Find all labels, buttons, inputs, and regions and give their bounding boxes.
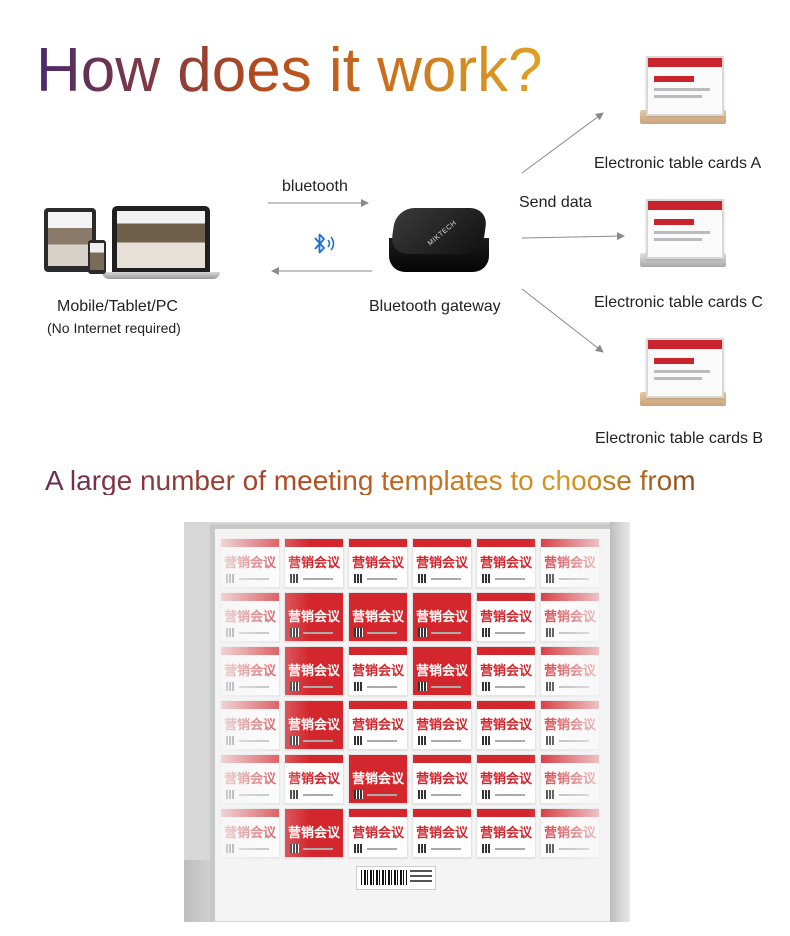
template-thumbnail: 营销会议 xyxy=(476,754,536,804)
template-title: 营销会议 xyxy=(479,772,532,787)
template-thumbnail: 营销会议 xyxy=(412,538,472,588)
flow-arrows xyxy=(268,112,625,353)
card-b-label: Electronic table cards B xyxy=(595,430,764,447)
template-thumbnail: 营销会议 xyxy=(476,808,536,858)
template-title: 营销会议 xyxy=(415,664,468,679)
template-thumbnail: 营销会议 xyxy=(348,538,408,588)
template-thumbnail: 营销会议 xyxy=(348,592,408,642)
template-title: 营销会议 xyxy=(479,664,532,679)
devices-illustration xyxy=(40,200,220,290)
template-title: 营销会议 xyxy=(351,610,404,625)
template-title: 营销会议 xyxy=(479,826,532,841)
template-thumbnail: 营销会议 xyxy=(412,700,472,750)
template-title: 营销会议 xyxy=(415,556,468,571)
template-display-image: 营销会议营销会议营销会议营销会议营销会议营销会议营销会议营销会议营销会议营销会议… xyxy=(184,522,630,922)
template-thumbnail: 营销会议 xyxy=(412,808,472,858)
template-thumbnail: 营销会议 xyxy=(476,592,536,642)
template-thumbnail: 营销会议 xyxy=(476,538,536,588)
template-thumbnail: 营销会议 xyxy=(348,754,408,804)
tablet-icon xyxy=(44,208,96,272)
template-title: 营销会议 xyxy=(479,610,532,625)
monitor-side xyxy=(610,522,630,922)
template-thumbnail: 营销会议 xyxy=(412,754,472,804)
template-thumbnail: 营销会议 xyxy=(348,808,408,858)
table-card-a-image xyxy=(640,52,726,126)
template-title: 营销会议 xyxy=(351,664,404,679)
arrow-to-card-c xyxy=(521,232,625,241)
template-thumbnail: 营销会议 xyxy=(348,646,408,696)
template-title: 营销会议 xyxy=(351,772,404,787)
devices-note: (No Internet required) xyxy=(47,320,181,336)
template-title: 营销会议 xyxy=(351,556,404,571)
page-title: How does it work? xyxy=(36,36,543,105)
template-title: 营销会议 xyxy=(479,718,532,733)
table-card-b-image xyxy=(640,334,726,408)
card-c-label: Electronic table cards C xyxy=(594,294,763,311)
table-card-c-image xyxy=(640,195,726,269)
barcode-label xyxy=(356,866,436,890)
gateway-device-icon: MIKTECH xyxy=(387,208,493,282)
template-thumbnail: 营销会议 xyxy=(348,700,408,750)
templates-heading: A large number of meeting templates to c… xyxy=(45,465,696,496)
template-title: 营销会议 xyxy=(415,826,468,841)
template-title: 营销会议 xyxy=(479,556,532,571)
card-a-label: Electronic table cards A xyxy=(594,155,762,172)
phone-icon xyxy=(88,240,106,274)
laptop-icon xyxy=(112,206,210,272)
devices-label: Mobile/Tablet/PC xyxy=(57,298,178,315)
template-title: 营销会议 xyxy=(415,610,468,625)
template-title: 营销会议 xyxy=(351,718,404,733)
template-grid: 营销会议营销会议营销会议营销会议营销会议营销会议营销会议营销会议营销会议营销会议… xyxy=(220,538,608,860)
template-title: 营销会议 xyxy=(351,826,404,841)
template-title: 营销会议 xyxy=(415,772,468,787)
gateway-label: Bluetooth gateway xyxy=(369,298,501,315)
arrow-to-card-b xyxy=(521,288,604,353)
template-title: 营销会议 xyxy=(415,718,468,733)
laptop-base xyxy=(102,272,220,279)
template-thumbnail: 营销会议 xyxy=(284,592,344,642)
send-data-label: Send data xyxy=(519,194,592,211)
bluetooth-icon xyxy=(314,233,335,254)
arrow-to-card-a xyxy=(521,112,604,174)
template-thumbnail: 营销会议 xyxy=(476,646,536,696)
template-thumbnail: 营销会议 xyxy=(412,592,472,642)
template-thumbnail: 营销会议 xyxy=(476,700,536,750)
bluetooth-label: bluetooth xyxy=(282,178,348,195)
template-thumbnail: 营销会议 xyxy=(412,646,472,696)
